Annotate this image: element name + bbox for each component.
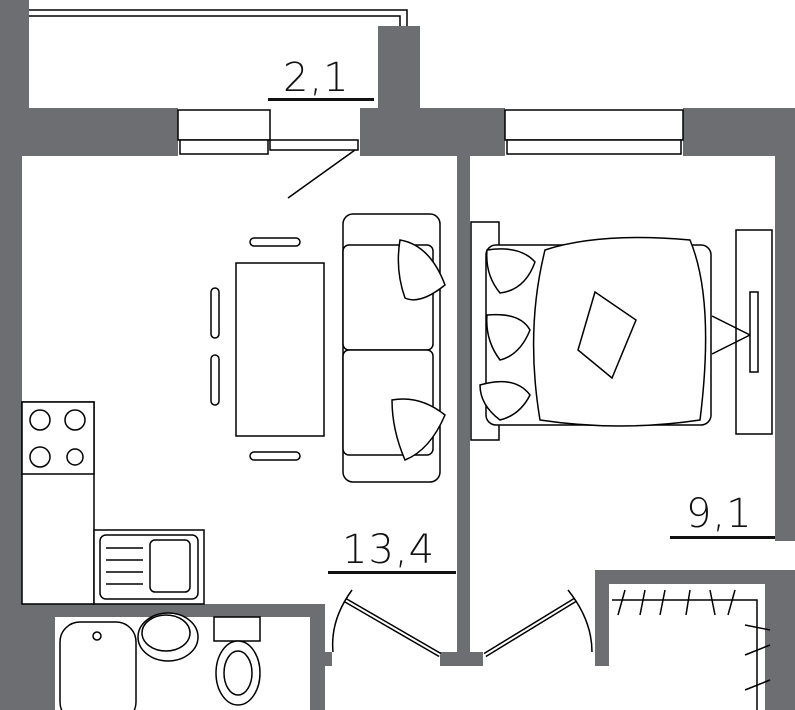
bedroom-area-label: 9,1 — [686, 491, 753, 537]
balcony-area-label: 2,1 — [283, 55, 350, 101]
balcony-area-underline — [268, 98, 374, 101]
wardrobe — [612, 589, 771, 710]
kitchen — [21, 401, 205, 605]
kitchen-living-area-label: 13,4 — [342, 527, 436, 573]
windows — [177, 109, 684, 199]
bedroom-area-underline — [670, 536, 775, 539]
doors — [331, 589, 593, 658]
balcony-railing — [29, 9, 408, 26]
sofa — [342, 213, 446, 483]
dining-table — [210, 237, 325, 461]
kitchen-living-area-underline — [328, 571, 456, 574]
bed — [470, 221, 712, 441]
bathroom — [59, 612, 261, 710]
tv-unit — [711, 229, 773, 435]
